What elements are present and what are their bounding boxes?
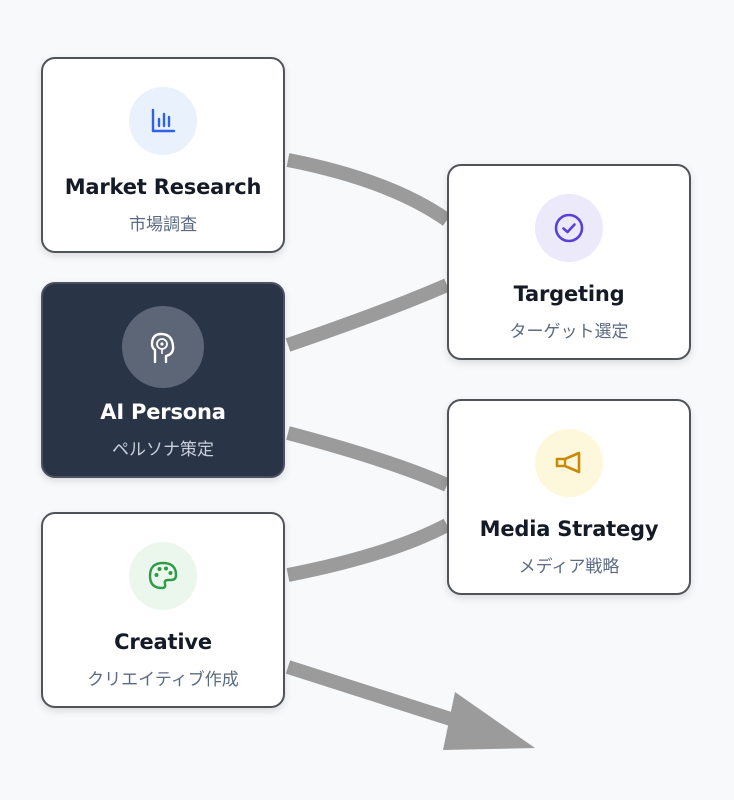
icon-badge <box>535 429 603 497</box>
icon-badge <box>129 87 197 155</box>
ai-head-icon <box>150 332 175 364</box>
megaphone-icon <box>555 451 581 474</box>
node-title: AI Persona <box>100 400 226 424</box>
arrowhead <box>443 692 535 750</box>
connector-persona-to-media <box>286 426 450 492</box>
bar-chart-icon <box>151 108 176 133</box>
connector-creative-outgoing <box>285 660 463 729</box>
connector-research-to-targeting <box>286 153 452 226</box>
node-subtitle: ペルソナ策定 <box>112 440 214 460</box>
node-targeting[interactable]: Targeting ターゲット選定 <box>447 164 691 360</box>
icon-badge <box>122 306 204 388</box>
palette-icon <box>148 561 178 590</box>
node-media-strategy[interactable]: Media Strategy メディア戦略 <box>447 399 691 595</box>
node-title: Market Research <box>64 175 262 199</box>
node-ai-persona[interactable]: AI Persona ペルソナ策定 <box>41 282 285 478</box>
check-circle-icon <box>554 213 584 243</box>
node-creative[interactable]: Creative クリエイティブ作成 <box>41 512 285 708</box>
connector-persona-to-targeting <box>285 278 450 352</box>
node-title: Targeting <box>513 282 625 306</box>
node-subtitle: ターゲット選定 <box>509 322 629 342</box>
node-subtitle: メディア戦略 <box>518 557 620 577</box>
node-subtitle: 市場調査 <box>129 215 197 235</box>
node-title: Creative <box>114 630 212 654</box>
connector-creative-to-media <box>286 518 451 582</box>
node-title: Media Strategy <box>479 517 659 541</box>
node-market-research[interactable]: Market Research 市場調査 <box>41 57 285 253</box>
icon-badge <box>535 194 603 262</box>
node-subtitle: クリエイティブ作成 <box>87 670 239 690</box>
icon-badge <box>129 542 197 610</box>
